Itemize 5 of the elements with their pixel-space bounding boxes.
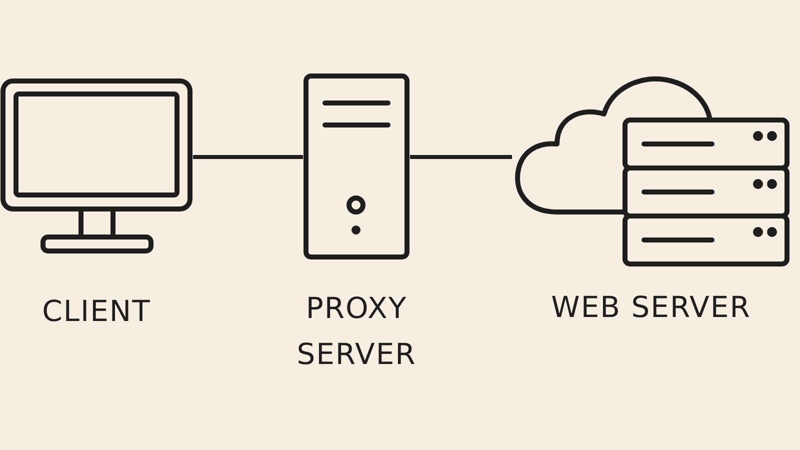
connector-line (410, 155, 512, 159)
node-label: PROXY SERVER (296, 290, 418, 373)
node-label: CLIENT (41, 293, 152, 330)
connector-line (193, 155, 303, 159)
node-label: WEB SERVER (551, 289, 751, 326)
